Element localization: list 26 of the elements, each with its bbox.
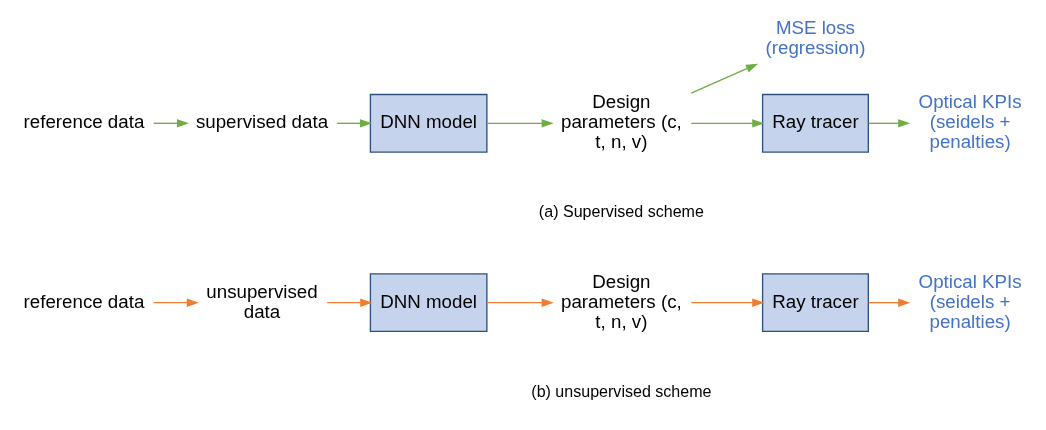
arrow [690, 63, 758, 94]
arrow [690, 298, 765, 307]
arrow [486, 119, 554, 128]
arrow [690, 119, 765, 128]
label: (a) Supervised scheme [538, 202, 704, 221]
arrow [326, 298, 373, 307]
node-box: DNN model [369, 93, 488, 153]
arrow [486, 298, 554, 307]
arrow [152, 119, 190, 128]
node-text: unsupervised data [206, 280, 318, 322]
node-text: supervised data [195, 111, 329, 133]
node-text: Optical KPIs (seidels + penalties) [918, 270, 1022, 332]
label: (b) unsupervised scheme [531, 381, 712, 400]
node-text: Optical KPIs (seidels + penalties) [918, 91, 1022, 153]
node-box: Ray tracer [761, 273, 869, 333]
node-text: reference data [23, 290, 145, 312]
node-text: Design parameters (c, t, n, v) [561, 91, 682, 153]
node-text: MSE loss (regression) [765, 16, 866, 58]
arrow [336, 119, 373, 128]
arrow [868, 119, 911, 128]
arrow [868, 298, 911, 307]
arrow [152, 298, 199, 307]
node-text: reference data [23, 111, 145, 133]
node-box: Ray tracer [761, 93, 869, 153]
node-box: DNN model [369, 273, 488, 333]
node-text: Design parameters (c, t, n, v) [561, 270, 682, 332]
